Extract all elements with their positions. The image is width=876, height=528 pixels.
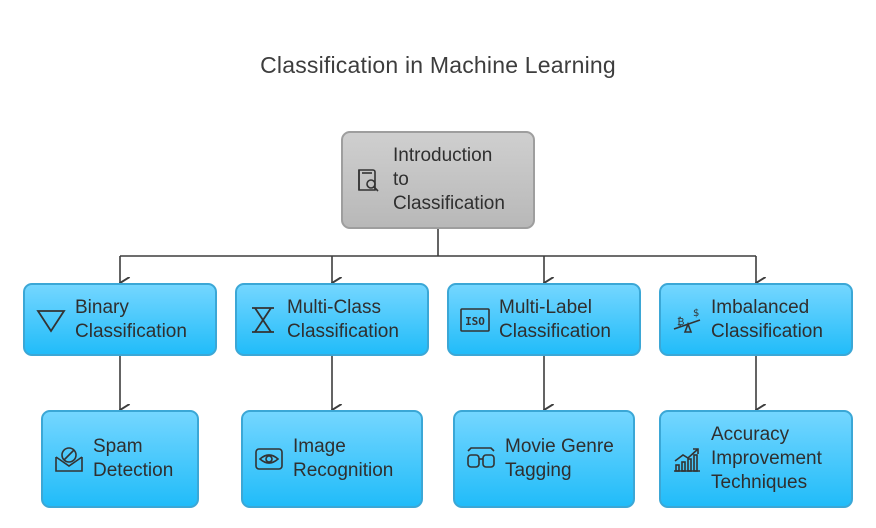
node-imbalanced-classification: ₿ $ Imbalanced Classification [659,283,853,356]
spam-mail-icon [53,442,85,476]
movie-genre-tagging-label: Movie Genre Tagging [505,436,614,481]
svg-text:₿: ₿ [677,316,684,328]
node-image-recognition: Image Recognition [241,410,423,508]
growth-chart-icon [671,442,703,476]
hourglass-icon [247,303,279,337]
root-node: Introduction to Classification [341,131,535,229]
multi-label-classification-label: Multi-Label Classification [499,296,611,342]
triangle-icon [35,303,67,337]
node-spam-detection: Spam Detection [41,410,199,508]
imbalance-scale-icon: ₿ $ [671,303,703,337]
binary-classification-label: Binary Classification [75,296,187,342]
svg-text:$: $ [693,308,699,319]
svg-text:ISO: ISO [465,315,485,328]
multi-class-classification-label: Multi-Class Classification [287,296,399,342]
node-movie-genre-tagging: Movie Genre Tagging [453,410,635,508]
imbalanced-classification-label: Imbalanced Classification [711,296,823,342]
eye-scan-icon [253,442,285,476]
node-multi-label-classification: ISO Multi-Label Classification [447,283,641,356]
node-accuracy-improvement: Accuracy Improvement Techniques [659,410,853,508]
image-recognition-label: Image Recognition [293,436,394,481]
3d-glasses-icon [465,442,497,476]
book-search-icon [353,163,385,197]
spam-detection-label: Spam Detection [93,436,174,481]
root-label: Introduction to Classification [393,145,505,214]
diagram-title: Classification in Machine Learning [260,52,616,78]
node-multi-class-classification: Multi-Class Classification [235,283,429,356]
accuracy-improvement-label: Accuracy Improvement Techniques [711,424,822,493]
iso-badge-icon: ISO [459,303,491,337]
node-binary-classification: Binary Classification [23,283,217,356]
